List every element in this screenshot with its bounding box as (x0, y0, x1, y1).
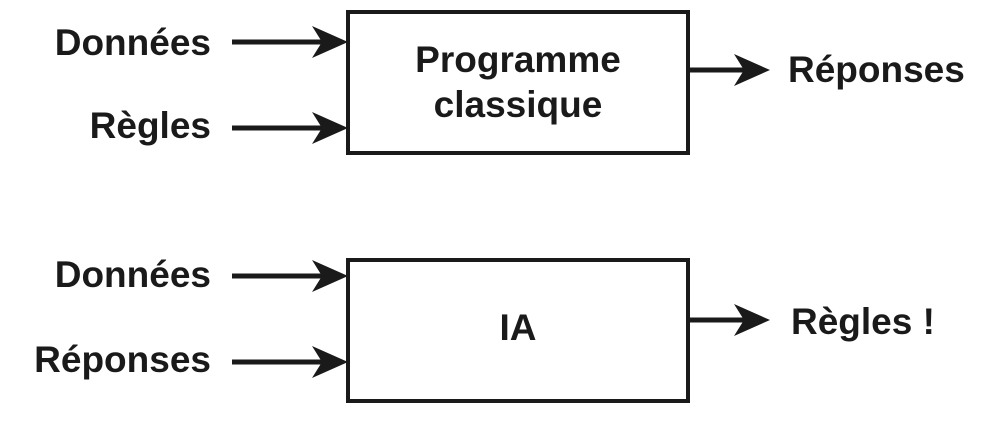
classic-program-box: Programme classique (346, 10, 690, 155)
bottom-output-arrow (690, 304, 770, 336)
top-input-rules-arrow (232, 112, 348, 144)
top-input-data-arrow (232, 26, 348, 58)
top-input-data-label: Données (54, 22, 211, 63)
top-input-rules-label: Règles (89, 105, 211, 146)
bottom-input-data-label: Données (54, 254, 211, 295)
top-output-arrow (690, 54, 770, 86)
bottom-output-rules-label: Règles ! (791, 301, 935, 342)
top-output-answers-label: Réponses (788, 49, 965, 90)
bottom-input-data-arrow (232, 260, 348, 292)
bottom-input-answers-arrow (232, 346, 348, 378)
classic-program-line-2: classique (433, 83, 603, 125)
bottom-input-answers-label: Réponses (34, 339, 211, 380)
classic-program-box-text: Programme classique (415, 38, 621, 127)
classic-program-line-1: Programme (415, 39, 621, 81)
ai-box-text: IA (499, 307, 537, 348)
ai-box: IA (346, 258, 690, 403)
